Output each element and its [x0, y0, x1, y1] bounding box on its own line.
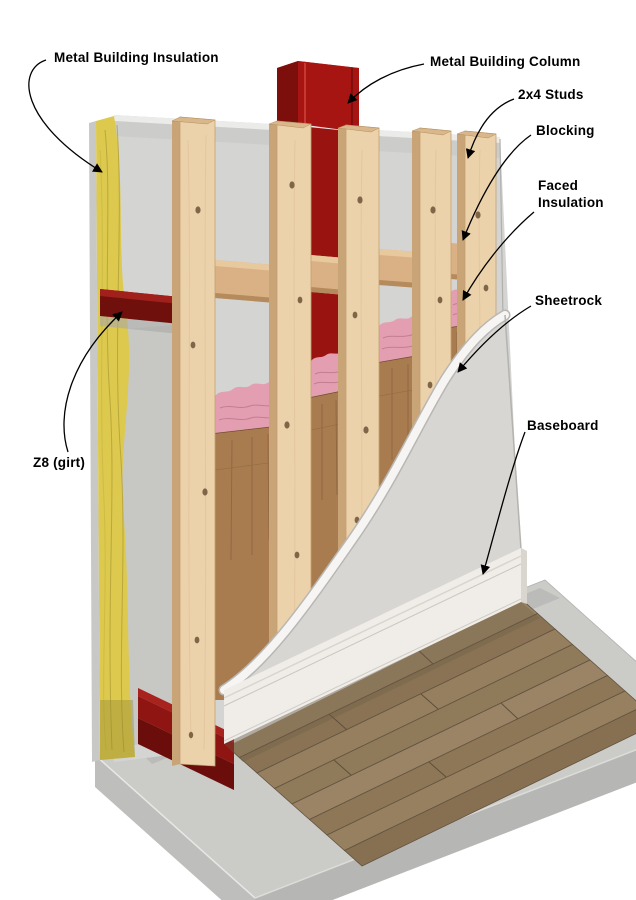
knot [188, 731, 194, 739]
pink-insulation [311, 350, 345, 397]
stud-1 [171, 116, 216, 767]
column-front [298, 61, 359, 132]
metal-building-insulation-batt [89, 116, 135, 762]
knot [427, 381, 433, 389]
leader-metal-building-insulation [28, 59, 103, 173]
sheetrock-face [224, 315, 521, 691]
girt-lip [100, 289, 180, 304]
label-sheetrock: Sheetrock [535, 293, 603, 308]
column-left-flange [277, 61, 298, 130]
leader-sheetrock [457, 305, 532, 373]
baseboard-face [224, 548, 521, 744]
knot [195, 206, 201, 214]
knot [483, 284, 489, 292]
leader-z8-girt [63, 311, 123, 453]
label-faced-insulation: Faced Insulation [538, 178, 604, 210]
sheetrock-right-edge [504, 314, 522, 550]
insulation-yellow [96, 116, 135, 760]
leader-baseboard [480, 431, 526, 575]
label-studs: 2x4 Studs [518, 87, 584, 102]
floor-plank [343, 709, 636, 867]
pink-insulation [379, 315, 419, 362]
blocking-piece [215, 260, 276, 303]
baseboard-shadow [224, 602, 540, 762]
knot [363, 426, 369, 434]
knot [190, 341, 196, 349]
knot [437, 296, 443, 304]
knot [352, 311, 358, 319]
stud-2 [268, 120, 312, 704]
floor-plank [326, 690, 636, 851]
wood-floor [221, 597, 636, 867]
knot [475, 211, 481, 219]
knot [297, 296, 303, 304]
leader-faced-insulation [462, 211, 535, 301]
baseboard-end [521, 548, 527, 604]
panel-edge [89, 121, 100, 762]
leader-metal-building-column [347, 63, 425, 104]
leader-arrows [28, 59, 535, 575]
label-baseboard: Baseboard [527, 418, 599, 433]
label-blocking: Blocking [536, 123, 595, 138]
baseboard [223, 548, 540, 762]
stud-3 [337, 124, 380, 644]
kraft-facing [215, 426, 276, 700]
leader-studs [465, 98, 515, 159]
sheetrock-panel [218, 309, 522, 696]
label-metal-building-insulation: Metal Building Insulation [54, 50, 219, 65]
torn-paper-edge [220, 311, 509, 694]
blocking-piece [379, 249, 419, 288]
knot [289, 181, 295, 189]
knot [284, 421, 290, 429]
label-metal-building-column: Metal Building Column [430, 54, 581, 69]
blocking-row [215, 243, 464, 303]
knot [357, 196, 363, 204]
knot [194, 636, 200, 644]
knot [202, 488, 208, 496]
plank-seams [328, 647, 519, 778]
label-z8-girt: Z8 (girt) [33, 455, 86, 470]
blocking-piece [311, 255, 345, 295]
knot [430, 206, 436, 214]
leader-blocking [461, 134, 532, 241]
knot [294, 551, 300, 559]
